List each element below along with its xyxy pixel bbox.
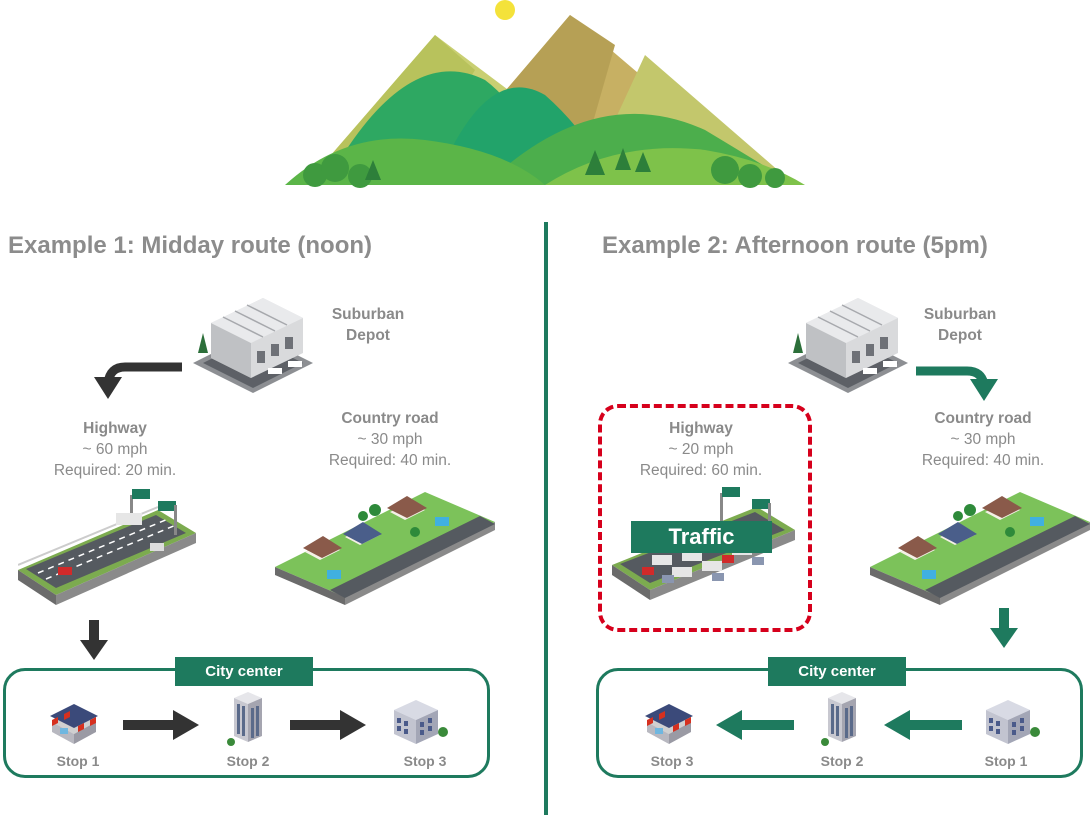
city-center-label-1: City center: [175, 657, 313, 686]
stop-label: Stop 2: [820, 753, 864, 769]
country-info-1: Country road ~ 30 mph Required: 40 min.: [310, 408, 470, 471]
highway-icon: [18, 489, 196, 605]
sun-icon: [495, 0, 515, 20]
highway-required: Required: 20 min.: [53, 462, 177, 479]
example2-title: Example 2: Afternoon route (5pm): [602, 232, 988, 259]
country-required: Required: 40 min.: [328, 452, 452, 469]
highway-speed: ~ 60 mph: [82, 441, 148, 458]
arrow-icon: [990, 608, 1018, 648]
country-speed: ~ 30 mph: [950, 431, 1016, 448]
traffic-label: Traffic: [631, 521, 772, 553]
warehouse-icon: [788, 298, 908, 393]
country-info-2: Country road ~ 30 mph Required: 40 min.: [903, 408, 1063, 471]
depot-label-2: Suburban Depot: [923, 306, 997, 344]
country-speed: ~ 30 mph: [357, 431, 423, 448]
highway-info-2: Highway ~ 20 mph Required: 60 min.: [626, 418, 776, 481]
highway-speed: ~ 20 mph: [668, 441, 734, 458]
arrow-icon: [716, 710, 794, 740]
highway-required: Required: 60 min.: [639, 462, 763, 479]
office-tower-icon: [227, 692, 262, 746]
highway-info-1: Highway ~ 60 mph Required: 20 min.: [40, 418, 190, 481]
shop-icon: [645, 704, 693, 744]
shop-icon: [50, 704, 98, 744]
country-name: Country road: [934, 410, 1032, 427]
arrow-icon: [916, 366, 998, 401]
highway-name: Highway: [669, 420, 733, 437]
arrow-icon: [80, 620, 108, 660]
city-center-label-2: City center: [768, 657, 906, 686]
arrow-icon: [290, 710, 366, 740]
arrow-icon: [94, 362, 182, 399]
country-required: Required: 40 min.: [921, 452, 1045, 469]
stop-label: Stop 3: [650, 753, 694, 769]
office-tower-icon: [821, 692, 856, 746]
depot-label-1: Suburban Depot: [331, 306, 405, 344]
country-name: Country road: [341, 410, 439, 427]
stop-label: Stop 2: [226, 753, 270, 769]
stop-label: Stop 1: [984, 753, 1028, 769]
traffic-highlight-box: [598, 404, 812, 632]
arrow-icon: [884, 710, 962, 740]
stop-label: Stop 1: [56, 753, 100, 769]
warehouse-icon: [193, 298, 313, 393]
mountains-icon: [285, 0, 805, 188]
highway-name: Highway: [83, 420, 147, 437]
arrow-icon: [123, 710, 199, 740]
suburb-icon: [870, 492, 1090, 605]
section-divider: [544, 222, 548, 815]
office-building-icon: [394, 700, 448, 744]
office-building-icon: [986, 700, 1040, 744]
suburb-icon: [275, 492, 495, 605]
example1-title: Example 1: Midday route (noon): [8, 232, 373, 259]
stop-label: Stop 3: [403, 753, 447, 769]
